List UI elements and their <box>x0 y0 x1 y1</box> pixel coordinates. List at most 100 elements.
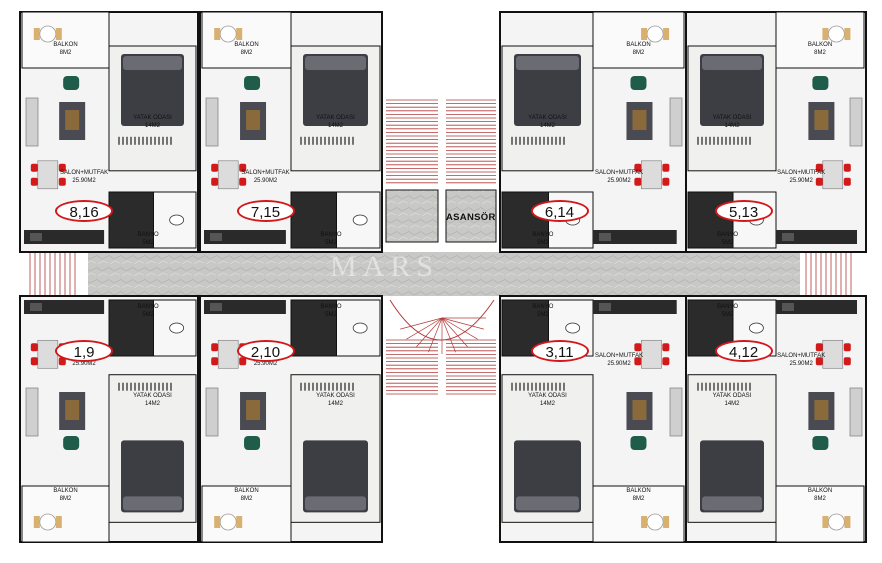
apartment-unit <box>19 11 199 253</box>
toilet <box>565 322 581 334</box>
shower <box>290 191 337 249</box>
sink <box>210 303 222 311</box>
bedroom-area: 14M2 <box>724 122 740 129</box>
dining-chair <box>634 343 642 352</box>
balcony-label: BALKON <box>626 488 651 494</box>
balcony <box>592 11 685 69</box>
bedroom-label: YATAK ODASI <box>528 114 567 121</box>
coffee-table <box>246 400 261 420</box>
unit-number: 3,11 <box>530 340 589 362</box>
sink <box>30 233 42 241</box>
balcony-chair <box>55 516 62 528</box>
living-label: SALON+MUTFAK <box>59 170 109 177</box>
pillow <box>702 496 762 511</box>
dining-chair <box>843 177 851 186</box>
balcony-chair <box>236 516 243 528</box>
balcony <box>201 485 292 543</box>
balcony-label: BALKON <box>807 488 833 494</box>
balcony-table <box>828 25 845 43</box>
armchair <box>63 436 80 450</box>
unit-number: 6,14 <box>530 200 589 222</box>
balcony-chair <box>214 28 221 40</box>
dining-chair <box>30 177 38 186</box>
coffee-table <box>65 110 80 130</box>
balcony-area: 8M2 <box>59 50 72 56</box>
unit-number: 1,9 <box>55 340 114 362</box>
armchair <box>63 76 80 90</box>
bedroom-label: YATAK ODASI <box>712 114 752 121</box>
kitchen-counter <box>204 300 286 314</box>
balcony-table <box>646 25 664 43</box>
apartment-unit <box>499 11 687 253</box>
living-area: 25.90M2 <box>72 178 96 185</box>
dining-chair <box>815 343 823 352</box>
dining-chair <box>634 163 642 172</box>
armchair <box>812 436 829 450</box>
bed <box>121 440 184 513</box>
bathroom-area: 5M2 <box>142 240 154 246</box>
armchair <box>812 76 829 90</box>
elevator-label: ASANSÖR <box>446 212 496 223</box>
pillow <box>305 496 366 511</box>
balcony-chair <box>663 516 670 528</box>
dining-chair <box>843 163 851 172</box>
dining-chair <box>843 343 851 352</box>
sink <box>599 303 611 311</box>
living-area: 25.90M2 <box>253 178 278 185</box>
bathroom-area: 5M2 <box>537 312 549 318</box>
dining-table <box>822 339 844 369</box>
kitchen-counter <box>593 300 677 314</box>
bed <box>514 54 581 126</box>
balcony-area: 8M2 <box>240 496 253 502</box>
sink <box>782 233 794 241</box>
bedroom-area: 14M2 <box>144 400 161 407</box>
sink <box>599 233 611 241</box>
pillow <box>516 496 579 511</box>
coffee-table <box>632 110 647 130</box>
dining-chair <box>634 177 642 186</box>
dining-chair <box>30 343 38 352</box>
kitchen-counter <box>204 230 286 244</box>
bathroom-area: 5M2 <box>142 312 154 318</box>
bathroom-label: BANYO <box>320 304 342 310</box>
balcony-chair <box>33 516 40 528</box>
coffee-table <box>814 110 829 130</box>
balcony-chair <box>641 28 648 40</box>
apartment-unit <box>19 295 199 543</box>
balcony-chair <box>663 28 670 40</box>
living-area: 25.90M2 <box>789 360 813 367</box>
kitchen-counter <box>776 230 857 244</box>
bedroom-area: 14M2 <box>327 122 344 129</box>
balcony-label: BALKON <box>53 42 78 48</box>
bedroom-area: 14M2 <box>144 122 161 129</box>
balcony-label: BALKON <box>807 42 833 48</box>
balcony <box>592 485 685 543</box>
bathroom-area: 5M2 <box>537 240 549 246</box>
dining-chair <box>211 163 219 172</box>
dining-chair <box>239 163 247 172</box>
bed <box>700 54 764 126</box>
balcony-area: 8M2 <box>632 50 645 56</box>
sofa <box>205 387 219 437</box>
coffee-table <box>246 110 261 130</box>
dining-chair <box>211 343 219 352</box>
bedroom-area: 14M2 <box>539 400 556 407</box>
kitchen-counter <box>593 230 677 244</box>
balcony-table <box>39 25 57 43</box>
living-area: 25.90M2 <box>253 360 278 367</box>
bedroom-label: YATAK ODASI <box>528 392 567 399</box>
bathroom-label: BANYO <box>137 232 159 238</box>
toilet <box>749 322 764 334</box>
stair-landing <box>385 189 439 243</box>
dining-chair <box>58 177 66 186</box>
dining-table <box>641 339 662 369</box>
coffee-table <box>632 400 647 420</box>
balcony-label: BALKON <box>626 42 651 48</box>
toilet <box>169 322 185 334</box>
unit-number: 8,16 <box>55 200 114 222</box>
sofa <box>849 97 863 147</box>
bedroom-area: 14M2 <box>724 400 740 407</box>
stair-step <box>415 317 443 348</box>
balcony <box>201 11 292 69</box>
